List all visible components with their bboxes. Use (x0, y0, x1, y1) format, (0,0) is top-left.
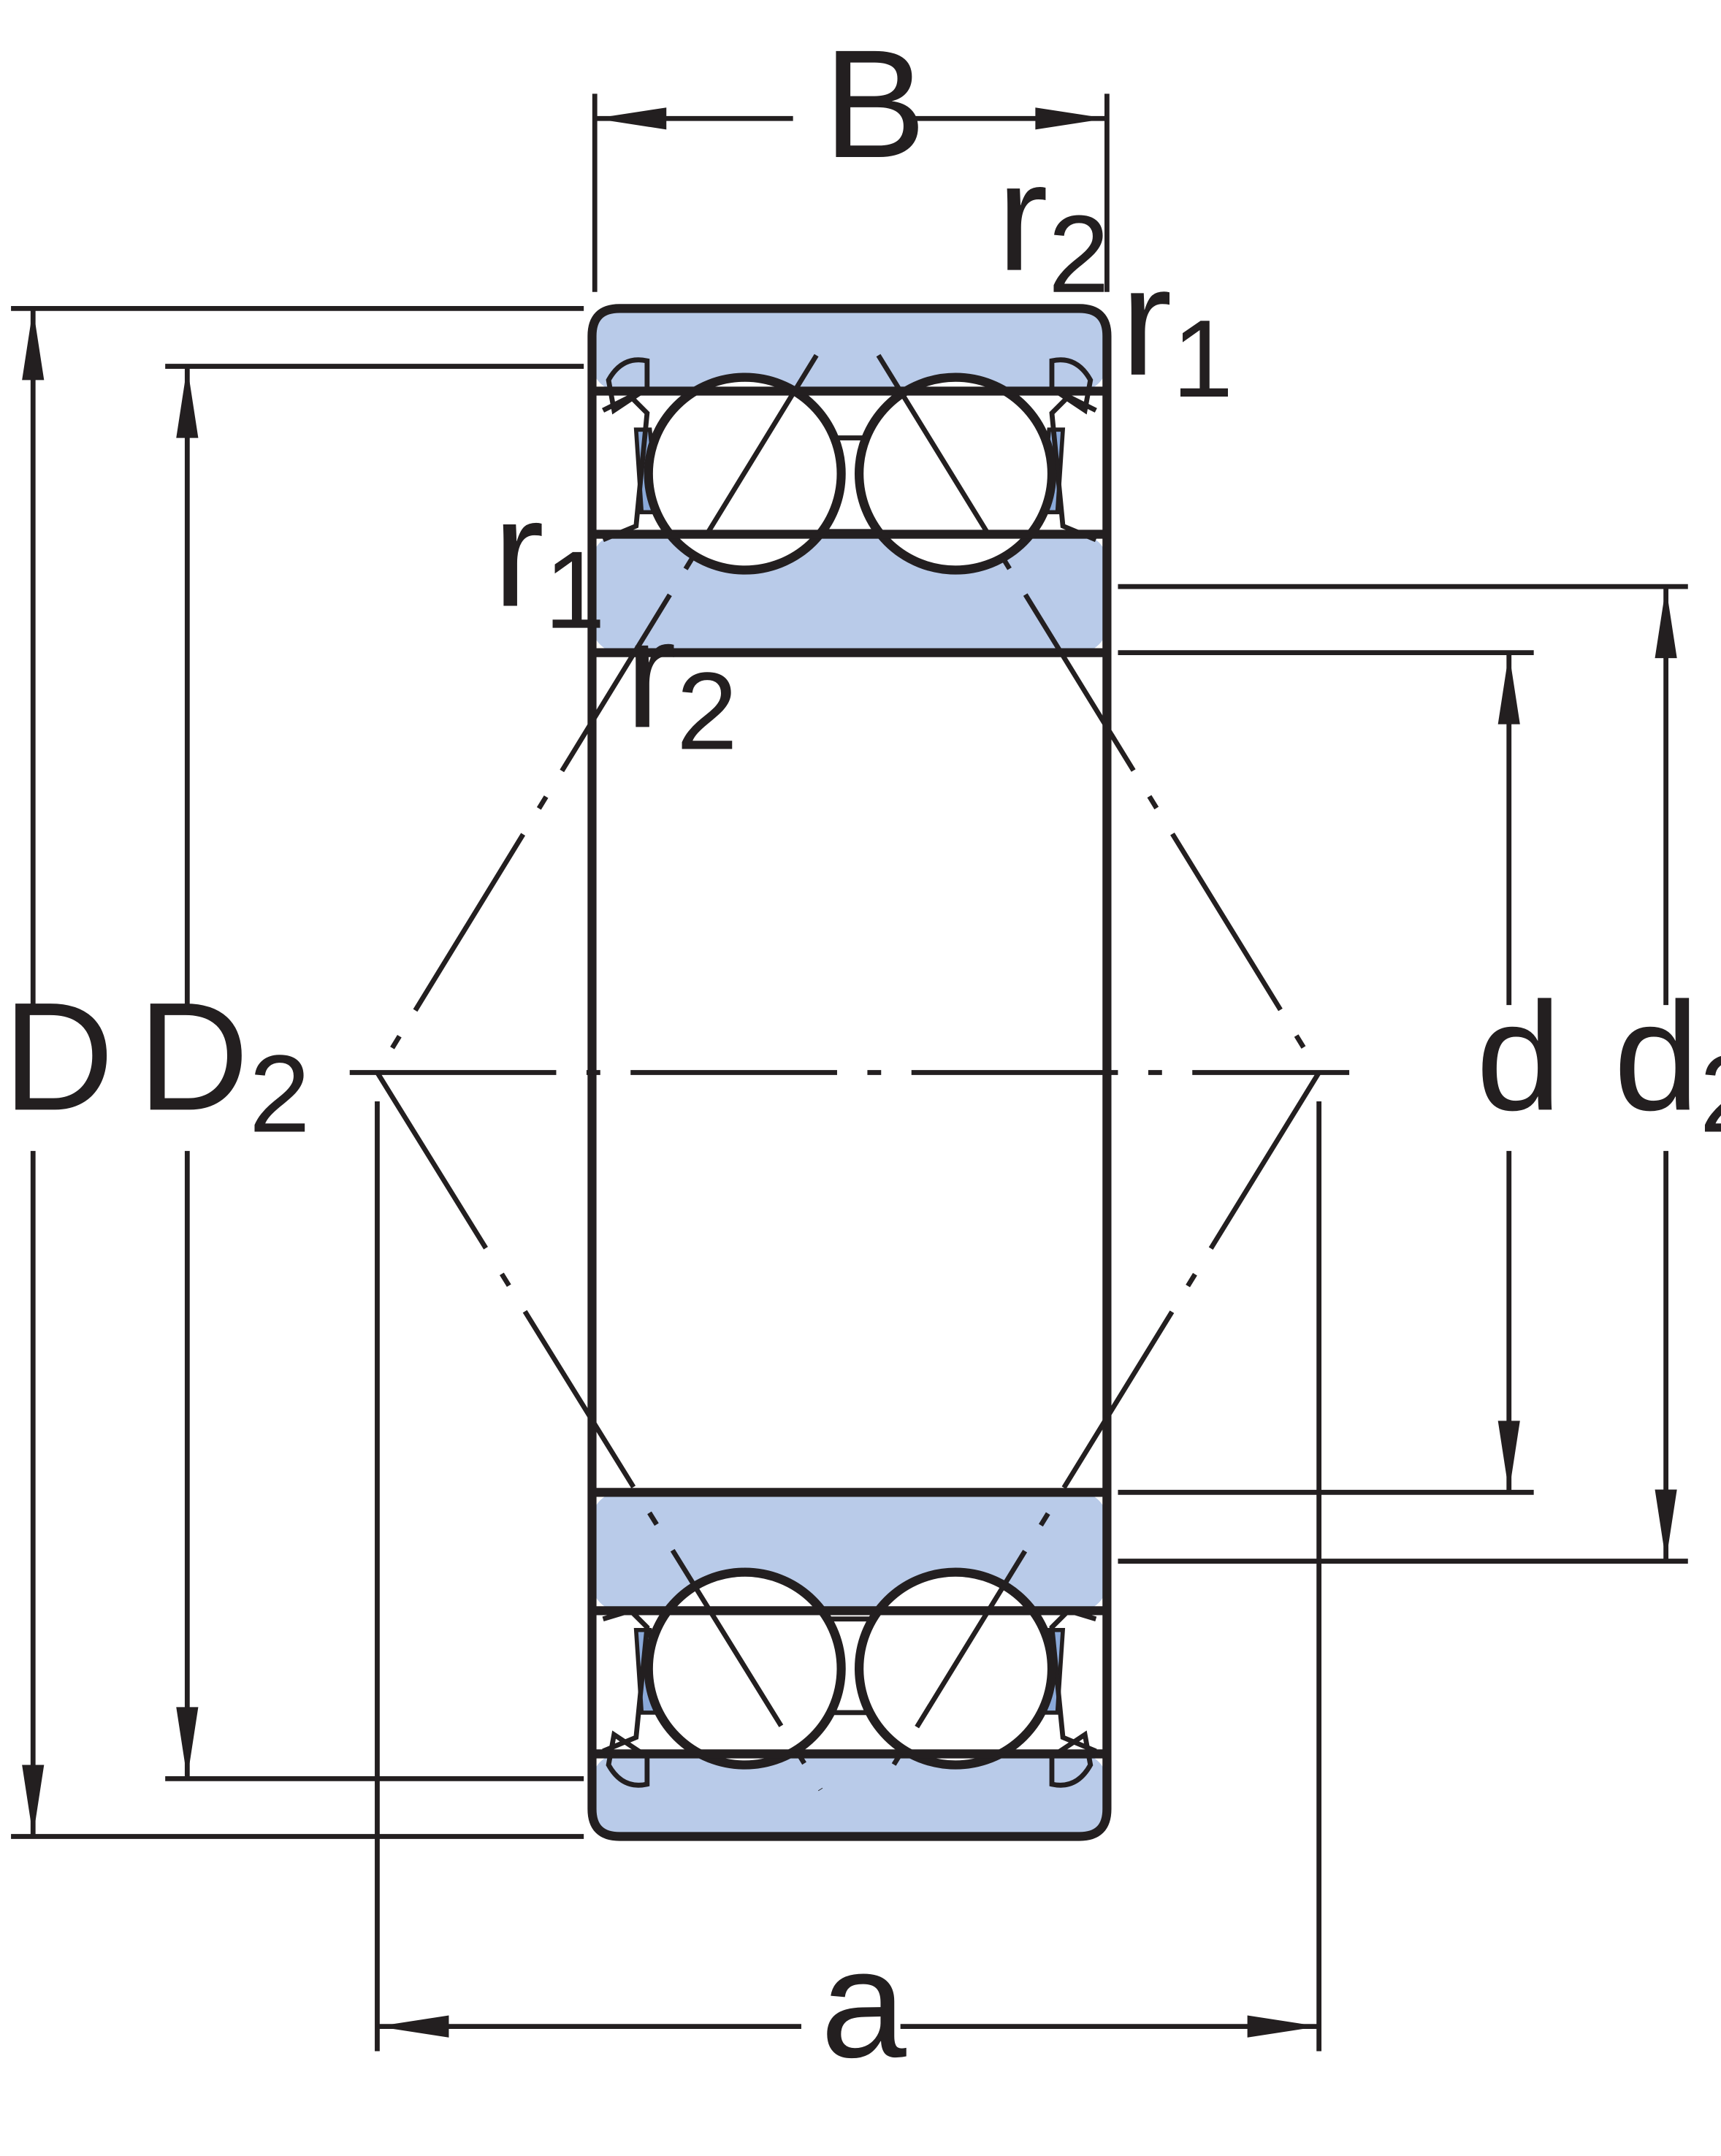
dimension-a: a (375, 1101, 1322, 2090)
label-D2: D2 (137, 970, 310, 1155)
label-r2-left: r2 (625, 587, 738, 772)
dimension-d2: d2 (1118, 584, 1721, 1564)
label-r1-left: r1 (493, 467, 606, 651)
bearing-bottom-section (592, 1492, 1107, 1837)
dimension-B: B (592, 18, 1110, 292)
outer-ring-bottom (592, 1754, 1107, 1837)
label-d: d (1476, 970, 1562, 1142)
label-B: B (823, 18, 926, 190)
label-d2: d2 (1614, 970, 1721, 1155)
inner-ring-bottom (592, 1492, 1107, 1611)
dimension-D2: D2 (137, 364, 584, 1781)
ball-top-right (854, 372, 1057, 575)
label-D: D (3, 970, 114, 1142)
label-a: a (820, 1917, 907, 2090)
outer-ring-top (592, 308, 1107, 391)
dimension-d: d (1118, 650, 1562, 1495)
bearing-outline (587, 304, 1112, 1841)
label-r2-top: r2 (997, 131, 1110, 316)
contact-lines (349, 353, 1350, 1792)
radius-labels: r2 r1 r1 r2 (493, 131, 1234, 773)
dimension-D: D (3, 306, 584, 1839)
label-r1-top: r1 (1121, 235, 1233, 420)
